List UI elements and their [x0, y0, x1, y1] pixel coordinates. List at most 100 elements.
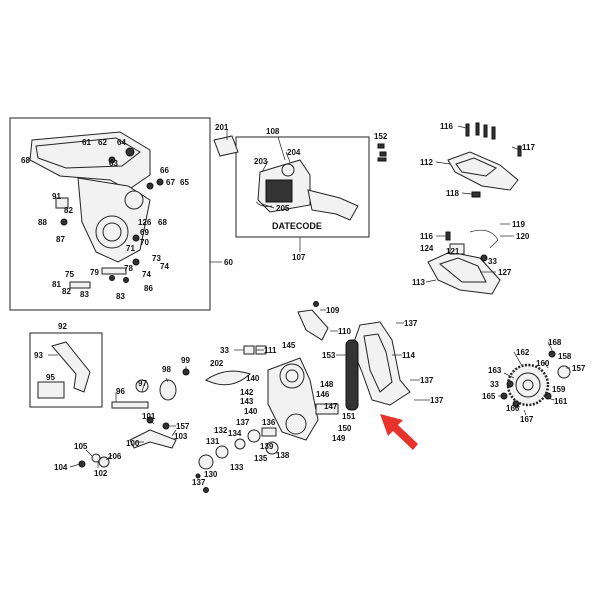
- part-label: 140: [244, 407, 258, 416]
- part-label: 119: [512, 220, 525, 229]
- part-label: 105: [74, 442, 88, 451]
- part-label: 118: [446, 189, 459, 198]
- part-label: 95: [46, 373, 55, 382]
- part-label: 149: [332, 434, 346, 443]
- guard-114: [351, 321, 411, 406]
- part-label: 92: [58, 322, 67, 331]
- part-label: 201: [215, 123, 229, 132]
- part-label: 73: [152, 254, 161, 263]
- part-label: 152: [374, 132, 388, 141]
- part-label: 62: [98, 138, 107, 147]
- part-label: 116: [440, 122, 453, 131]
- part-label: 74: [160, 262, 169, 271]
- part-label: 116: [420, 232, 433, 241]
- part-label: 161: [554, 397, 568, 406]
- part-label: 145: [282, 341, 296, 350]
- part-label: 140: [246, 374, 260, 383]
- main-housing: [29, 131, 164, 289]
- part-label: 136: [262, 418, 276, 427]
- part-label: 63: [109, 159, 118, 168]
- part-label: 131: [206, 437, 220, 446]
- part-label: 70: [140, 238, 149, 247]
- part-label: 138: [276, 451, 290, 460]
- part-label: 160: [536, 359, 550, 368]
- part-label: 98: [162, 365, 171, 374]
- part-label: 86: [144, 284, 153, 293]
- part-label: 113: [412, 278, 425, 287]
- lower-small-parts: [78, 427, 279, 493]
- part-label: 91: [52, 192, 61, 201]
- part-label: 203: [254, 157, 268, 166]
- part-label: 135: [254, 454, 268, 463]
- part-label: 75: [65, 270, 74, 279]
- part-label: 157: [176, 422, 190, 431]
- part-label: 112: [420, 158, 433, 167]
- motor-unit: [255, 159, 359, 221]
- part-label: 104: [54, 463, 68, 472]
- part-label: 132: [214, 426, 228, 435]
- part-label: 61: [82, 138, 91, 147]
- part-label: 143: [240, 397, 254, 406]
- part-label: 64: [117, 138, 126, 147]
- part-label: 66: [160, 166, 169, 175]
- part-label: 65: [180, 178, 189, 187]
- switch-parts-152: [377, 143, 387, 162]
- part-label: 71: [126, 244, 135, 253]
- motor-assembly-box: [235, 136, 370, 238]
- blade-202: [205, 370, 251, 386]
- part-label: 106: [108, 452, 122, 461]
- part-label: 121: [446, 247, 460, 256]
- callout-107: 107: [292, 253, 306, 262]
- part-label: 150: [338, 424, 352, 433]
- highlight-arrow: [380, 414, 418, 450]
- part-label: 79: [90, 268, 99, 277]
- part-label: 99: [181, 356, 190, 365]
- part-label: 134: [228, 429, 242, 438]
- part-label: 33: [488, 257, 497, 266]
- part-label: 97: [138, 379, 147, 388]
- part-label: 96: [116, 387, 125, 396]
- part-label: 67: [166, 178, 175, 187]
- part-label: 133: [230, 463, 244, 472]
- part-label: 147: [324, 402, 338, 411]
- part-label: 126: [138, 218, 152, 227]
- part-label: 81: [52, 280, 61, 289]
- part-label: 148: [320, 380, 334, 389]
- drive-belt-153: [345, 339, 359, 411]
- handle-base-127: [427, 229, 501, 295]
- part-label: 110: [338, 327, 351, 336]
- part-label: 168: [548, 338, 562, 347]
- part-label: 78: [124, 264, 133, 273]
- part-label: 158: [558, 352, 572, 361]
- part-label: 137: [404, 319, 418, 328]
- part-label: 163: [488, 366, 502, 375]
- part-label: 83: [116, 292, 125, 301]
- part-label: 165: [482, 392, 496, 401]
- label-card: [213, 135, 239, 157]
- part-label: 83: [80, 290, 89, 299]
- part-label: 162: [516, 348, 530, 357]
- part-label: 157: [572, 364, 586, 373]
- part-label: 111: [264, 346, 277, 355]
- part-label: 82: [62, 287, 71, 296]
- part-label: 108: [266, 127, 280, 136]
- part-label: 103: [174, 432, 188, 441]
- part-label: 101: [142, 412, 156, 421]
- part-label: 69: [140, 228, 149, 237]
- part-label: 146: [316, 390, 330, 399]
- part-label: 127: [498, 268, 512, 277]
- part-label: 139: [260, 442, 274, 451]
- part-number-labels: 201 108 204 203 205 152 116 117 112 118 …: [21, 122, 586, 487]
- part-label: 137: [192, 478, 206, 487]
- part-label: 151: [342, 412, 356, 421]
- part-label: 74: [142, 270, 151, 279]
- part-label: 124: [420, 244, 434, 253]
- part-label: 114: [402, 351, 415, 360]
- part-label: 137: [420, 376, 434, 385]
- box-92: [29, 332, 103, 408]
- part-label: 68: [21, 156, 30, 165]
- part-label: 142: [240, 388, 254, 397]
- handle-cover-112: [447, 122, 522, 198]
- callout-60: 60: [224, 258, 233, 267]
